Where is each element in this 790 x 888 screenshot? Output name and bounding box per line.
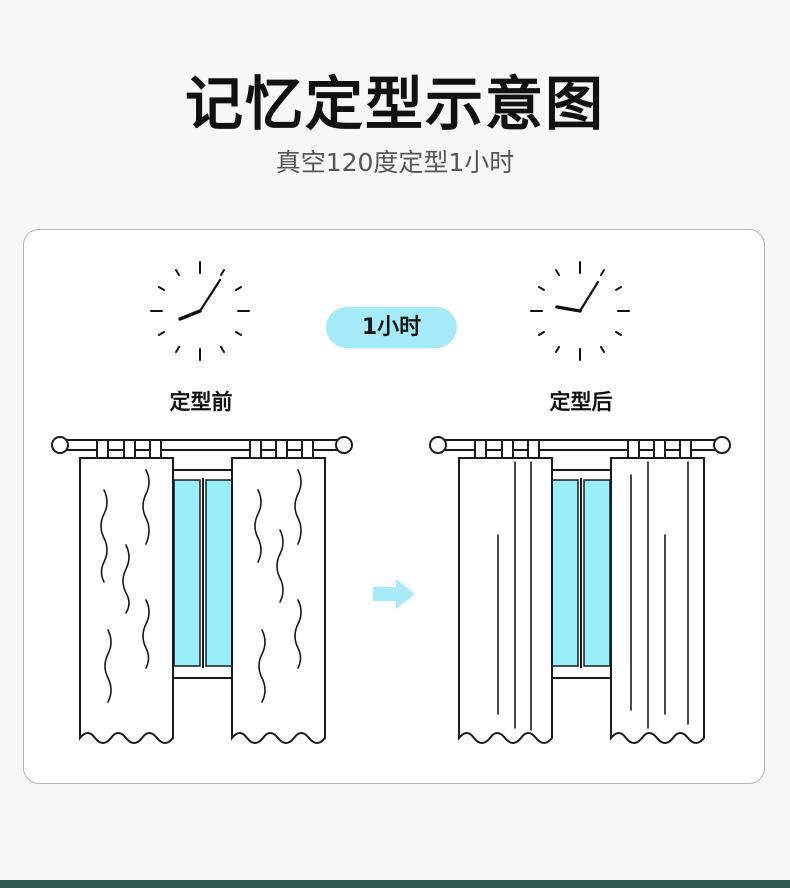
curtain-left-panel-before [79, 457, 174, 744]
after-label: 定型后 [549, 390, 613, 414]
curtain-right-panel-before [231, 457, 326, 744]
clock-icon-after [530, 261, 630, 361]
folds-after [497, 461, 689, 731]
window-before [171, 469, 235, 679]
curtain-left-panel-after [458, 457, 553, 744]
page-subtitle: 真空120度定型1小时 [275, 148, 515, 177]
duration-badge: 1小时 [326, 307, 457, 348]
before-label: 定型前 [169, 390, 233, 414]
page-title: 记忆定型示意图 [184, 70, 605, 138]
curtain-rod-after [429, 436, 731, 454]
clock-icon-before [150, 261, 250, 361]
wrinkles-before [100, 469, 302, 703]
window-after [549, 469, 613, 679]
arrow-right-icon [373, 579, 415, 609]
curtain-rod-before [51, 436, 353, 454]
bottom-bar [0, 880, 790, 888]
curtain-right-panel-after [610, 457, 705, 744]
